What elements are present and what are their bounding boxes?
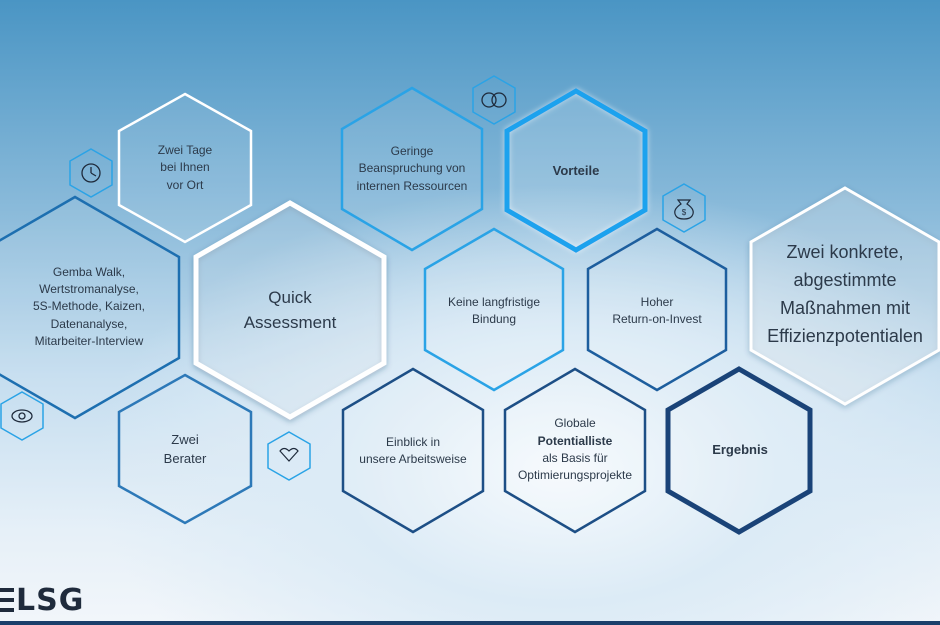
globale-line-4: Optimierungsprojekte [517, 468, 633, 483]
handshake-icon [267, 431, 311, 481]
label-geringe: Geringe Beanspruchung von internen Resso… [356, 143, 468, 193]
hex-gemba [0, 195, 181, 420]
hex-zwei-konkrete [749, 186, 940, 406]
hex-geringe [340, 86, 484, 252]
label-zwei-tage: Zwei Tage bei Ihnen vor Ort [157, 142, 213, 192]
label-zwei-berater: Zwei Berater [163, 432, 207, 466]
label-keine: Keine langfristige Bindung [447, 294, 541, 326]
logo-mark-icon [0, 588, 14, 612]
money-bag-icon: $ [662, 183, 706, 233]
globale-line-2: Potentialliste [537, 433, 613, 448]
label-ergebnis: Ergebnis [712, 441, 768, 457]
hex-einblick [341, 367, 485, 534]
hex-quick [193, 200, 387, 420]
label-einblick: Einblick in unsere Arbeitsweise [359, 434, 467, 466]
hex-hoher [586, 227, 728, 392]
footer-bar [0, 621, 940, 625]
svg-text:$: $ [682, 208, 687, 217]
label-quick: Quick Assessment [243, 287, 337, 333]
globale-line-3: als Basis für [542, 451, 608, 465]
hex-zwei-tage [117, 92, 253, 244]
eye-icon [0, 391, 44, 441]
hex-ergebnis [665, 366, 813, 535]
label-hoher: Hoher Return-on-Invest [612, 294, 702, 326]
label-globale: Globale Potentialliste als Basis für Opt… [505, 408, 645, 492]
label-vorteile: Vorteile [552, 162, 600, 178]
hex-zwei-berater [117, 373, 253, 525]
label-gemba: Gemba Walk, Wertstromanalyse, 5S-Methode… [32, 264, 146, 349]
clock-icon [69, 148, 113, 198]
logo-text: LSG [16, 582, 85, 618]
label-zwei-konkrete: Zwei konkrete, abgestimmte Maßnahmen mit… [767, 242, 923, 346]
lsg-logo: LSG [0, 582, 85, 618]
globale-line-1: Globale [554, 416, 596, 431]
hex-keine [423, 227, 565, 392]
hex-globale [503, 367, 647, 534]
venn-icon [472, 75, 516, 125]
hex-vorteile [504, 88, 648, 253]
